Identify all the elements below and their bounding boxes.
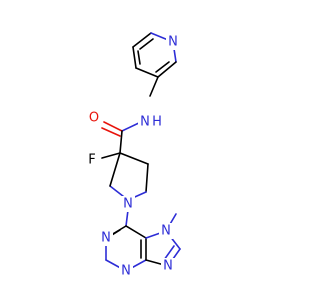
purine-n3: N: [121, 264, 131, 279]
bond: [135, 67, 159, 78]
purine-n1: N: [101, 231, 111, 246]
pyrrolidine-ring: [101, 152, 149, 201]
bond: [103, 121, 123, 132]
pyrrolidine-nitrogen: N: [123, 197, 133, 212]
bond: [101, 127, 121, 137]
amide-nitrogen: N: [140, 115, 150, 130]
pyridine-nitrogen: N: [168, 35, 178, 50]
label-bg: [99, 230, 113, 246]
bond: [109, 152, 121, 187]
bond: [139, 38, 154, 50]
label-bg: [166, 34, 180, 50]
purine-n7: N: [161, 224, 171, 239]
label-bg: [119, 263, 133, 279]
label-bg: [159, 223, 173, 239]
bond: [155, 61, 170, 73]
bond: [132, 46, 137, 69]
bond: [125, 225, 147, 239]
purine-n9: N: [163, 259, 173, 274]
bond: [137, 50, 141, 65]
bond: [119, 152, 149, 165]
amide-hydrogen: H: [152, 115, 162, 130]
bond: [157, 61, 177, 78]
bond: [119, 130, 123, 154]
bond: [149, 76, 159, 97]
atom-labels: N O N H F N N N N N: [85, 34, 180, 279]
structure-svg: N O N H F N N N N N: [85, 32, 181, 279]
bond: [101, 152, 121, 159]
bond: [145, 163, 149, 193]
bond: [163, 245, 175, 261]
label-bg: [138, 114, 166, 130]
label-bg: [121, 196, 135, 212]
bond: [125, 209, 129, 227]
bond: [132, 32, 152, 48]
amide-oxygen: O: [89, 111, 99, 126]
label-bg: [86, 110, 102, 126]
label-bg: [161, 258, 175, 274]
molecule-diagram: N O N H F N N N N N: [85, 32, 181, 279]
label-bg: [85, 152, 99, 168]
fluorine-atom: F: [88, 153, 95, 168]
